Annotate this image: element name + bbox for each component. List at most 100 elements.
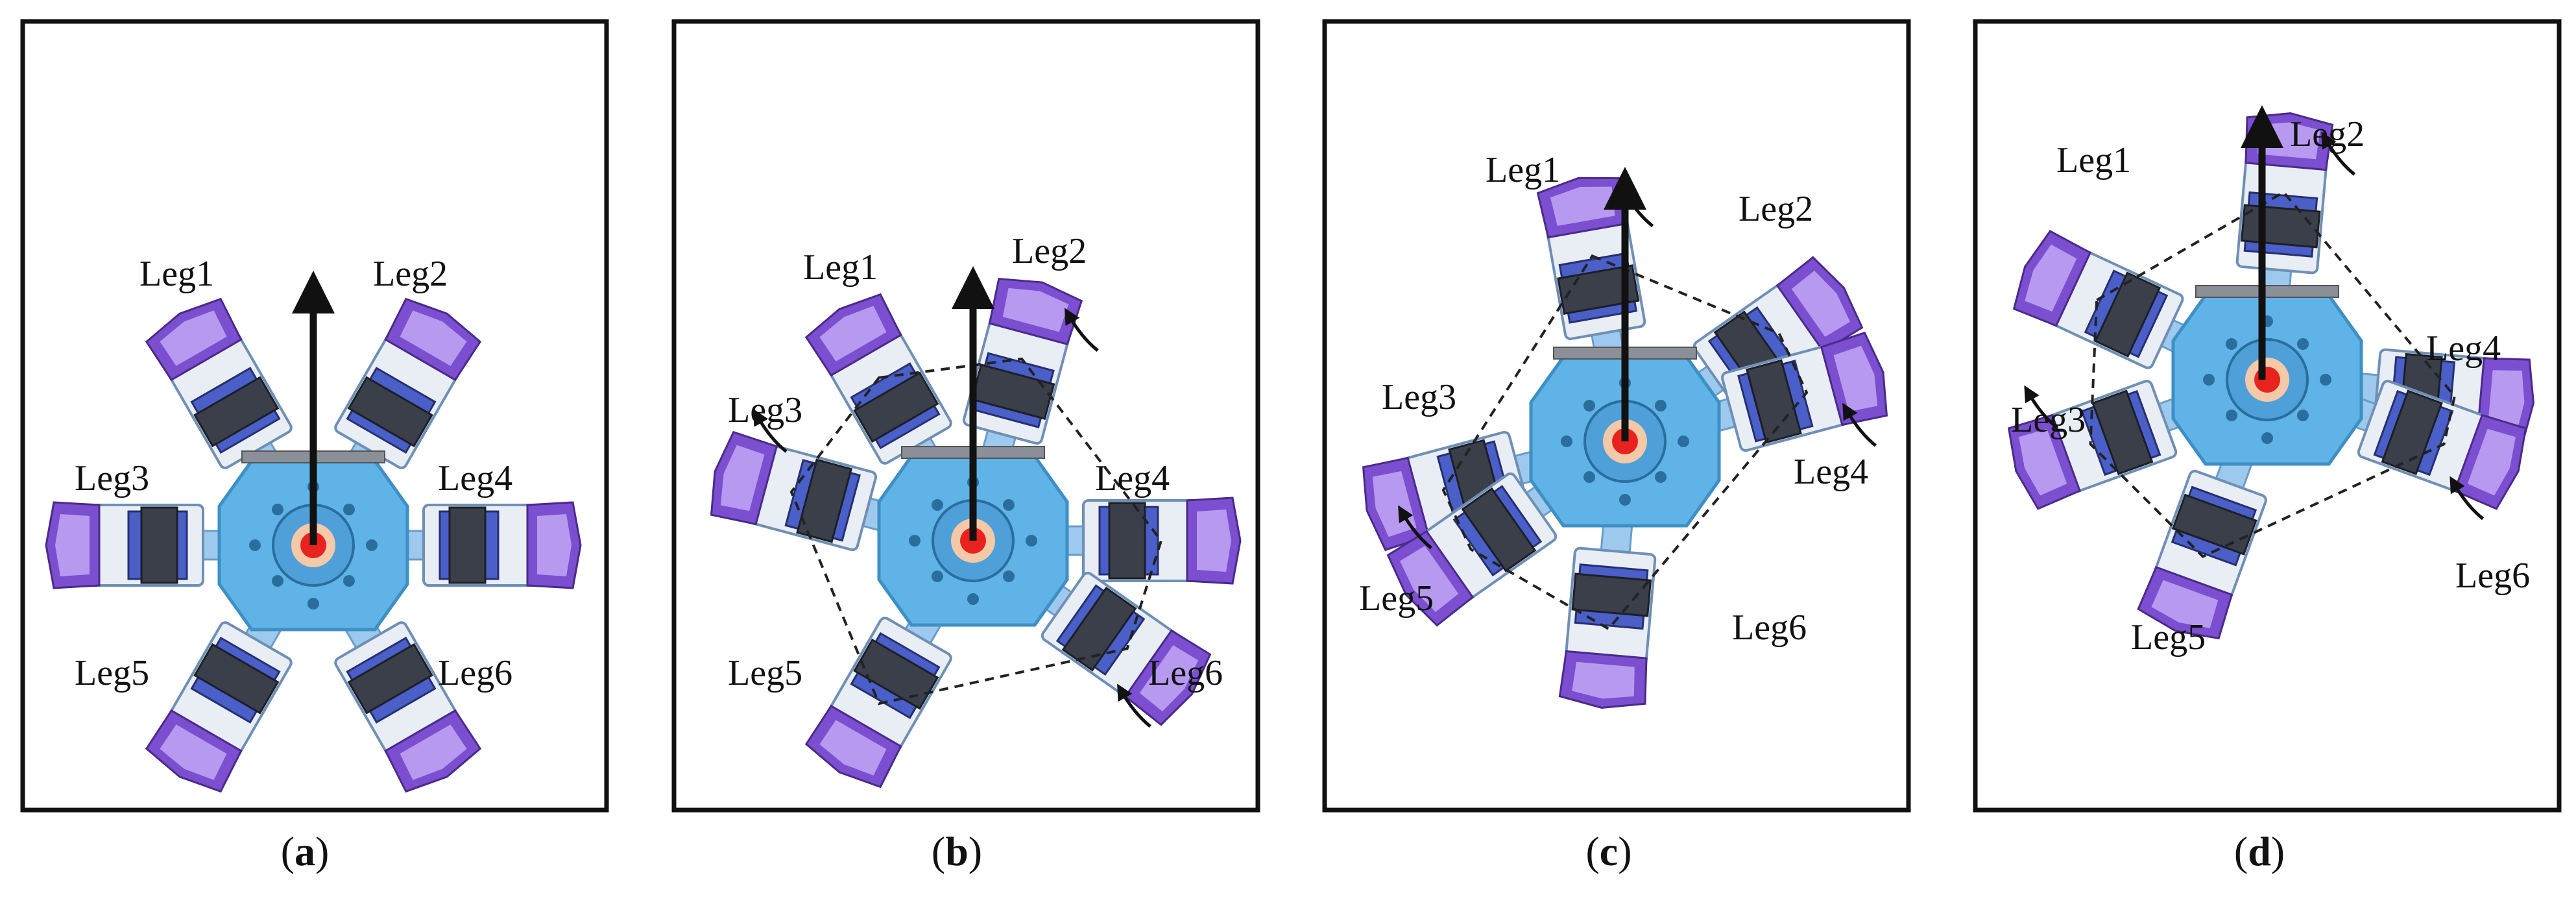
body-hole	[932, 499, 943, 511]
leg-label-2: Leg2	[1739, 189, 1813, 229]
leg-label-1: Leg1	[139, 254, 214, 294]
body-hole	[1583, 471, 1595, 483]
caption-d: (d)	[2233, 828, 2285, 874]
body-hole	[2297, 338, 2309, 350]
servo-dark	[2171, 493, 2257, 556]
foot-highlight	[1197, 510, 1231, 572]
foot-highlight	[400, 724, 467, 780]
foot-highlight	[55, 514, 90, 576]
servo-dark	[2240, 204, 2321, 249]
foot-highlight	[1833, 345, 1878, 412]
foot-highlight	[1002, 288, 1069, 332]
rotation-arrow	[1842, 402, 1877, 447]
body-hole	[1655, 471, 1667, 483]
leg-label-3: Leg3	[1382, 377, 1456, 417]
leg-label-1: Leg1	[2056, 140, 2131, 180]
leg-label-4: Leg4	[1794, 452, 1868, 492]
leg-label-1: Leg1	[1486, 150, 1560, 190]
leg-label-2: Leg2	[1012, 231, 1087, 271]
caption-b: (b)	[931, 828, 983, 874]
servo-dark	[1745, 359, 1802, 444]
body-hole	[1678, 436, 1689, 447]
servo-dark	[1571, 572, 1652, 617]
caption-c: (c)	[1585, 828, 1632, 874]
foot-highlight	[819, 720, 887, 776]
foot-highlight	[1139, 645, 1199, 712]
servo-dark	[1461, 487, 1537, 572]
rotation-arrow	[1398, 505, 1432, 550]
support-polygon	[2089, 190, 2457, 558]
leg-label-6: Leg6	[438, 653, 512, 693]
servo-dark	[347, 376, 433, 448]
leg-label-5: Leg5	[75, 653, 149, 693]
servo-dark	[1108, 502, 1146, 580]
foot-highlight	[2487, 370, 2525, 433]
foot-highlight	[160, 310, 227, 366]
body-hole	[343, 504, 355, 515]
body-top-bar	[2195, 285, 2339, 298]
foot-highlight	[2025, 244, 2077, 312]
leg-label-2: Leg2	[373, 254, 448, 294]
body-hole	[909, 535, 921, 547]
body-hole	[2261, 432, 2273, 444]
leg-label-5: Leg5	[2131, 617, 2206, 657]
servo-dark	[347, 643, 433, 715]
leg-6	[319, 570, 482, 793]
leg-label-3: Leg3	[728, 390, 802, 430]
servo-dark	[853, 371, 939, 443]
servo-dark	[448, 506, 487, 584]
body-hole	[2226, 338, 2237, 350]
leg-label-5: Leg5	[728, 653, 802, 693]
servo-dark	[140, 506, 178, 584]
body-hole	[1583, 400, 1595, 412]
foot-highlight	[2467, 428, 2516, 496]
leg-label-6: Leg6	[2455, 556, 2530, 596]
leg-label-6: Leg6	[1148, 653, 1223, 693]
leg-label-4: Leg4	[2426, 328, 2501, 369]
leg-label-6: Leg6	[1732, 608, 1807, 648]
body-hole	[272, 504, 283, 515]
foot-highlight	[1399, 546, 1459, 613]
rotation-arrow	[2024, 385, 2059, 430]
body-hole	[366, 539, 378, 551]
body-hole	[932, 571, 943, 582]
foot-highlight	[819, 306, 887, 362]
body-hole	[2203, 374, 2215, 386]
support-polygon	[789, 357, 1163, 706]
servo-dark	[2094, 271, 2161, 358]
rotation-arrow	[752, 408, 788, 453]
leg-label-2: Leg2	[2290, 114, 2365, 154]
body-hole	[2297, 410, 2309, 421]
body-hole	[249, 539, 261, 551]
support-polygon	[1441, 254, 1809, 631]
leg-2	[962, 277, 1083, 508]
body-hole	[272, 575, 283, 587]
rotation-arrow	[2450, 476, 2485, 521]
servo-dark	[193, 643, 280, 715]
foot-highlight	[1572, 661, 1635, 699]
body-hole	[1003, 571, 1015, 582]
leg-label-3: Leg3	[2011, 400, 2086, 440]
body-hole	[1003, 499, 1015, 511]
body-hole	[2226, 410, 2237, 421]
foot-highlight	[2151, 580, 2219, 628]
leg-label-5: Leg5	[1359, 578, 1434, 619]
foot-highlight	[1550, 186, 1615, 227]
rotation-arrow	[2321, 131, 2356, 176]
foot-highlight	[400, 310, 467, 366]
body-hole	[307, 598, 319, 609]
rotation-arrow	[1117, 683, 1151, 728]
body-hole	[967, 593, 979, 605]
body-hole	[1655, 400, 1667, 412]
leg-label-4: Leg4	[1095, 458, 1170, 498]
rotation-arrow	[1065, 308, 1099, 352]
servo-dark	[2381, 389, 2443, 476]
foot-highlight	[537, 514, 572, 576]
caption-a: (a)	[280, 828, 330, 874]
servo-dark	[796, 458, 853, 543]
